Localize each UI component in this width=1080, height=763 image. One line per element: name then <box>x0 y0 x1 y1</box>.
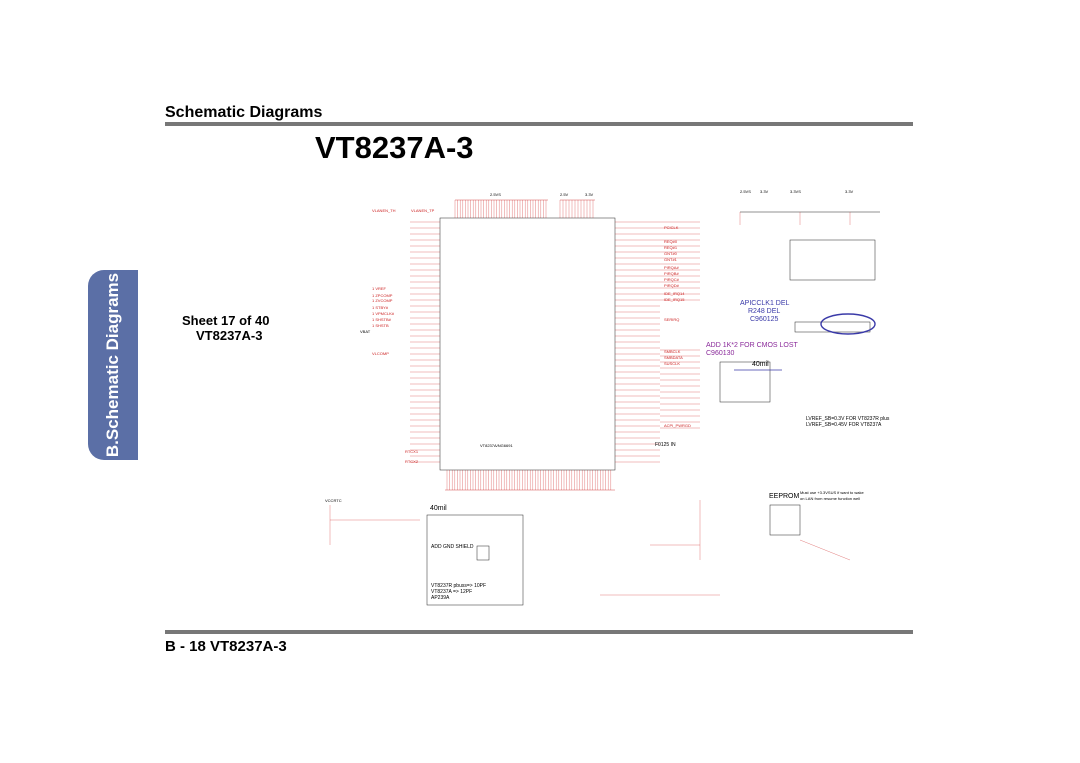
left-net-4: 1 ZVCOMP <box>372 298 393 303</box>
rail-1: 2.5VS <box>490 192 501 197</box>
right-net-13: SMBDATA <box>664 355 683 360</box>
right-net-11: SERIRQ <box>664 317 680 322</box>
right-net-14: SUSCLK <box>664 361 681 366</box>
pin-line <box>799 539 851 561</box>
rail-4: 2.5VS <box>740 189 751 194</box>
right-net-3: GNT#0 <box>664 251 677 256</box>
note-40mil-right: 40mil <box>752 361 769 368</box>
note-apic: APICCLK1 DEL <box>740 300 790 307</box>
sheet-title: VT8237A-3 <box>196 328 263 343</box>
note-40mil-left: 40mil <box>430 505 447 512</box>
note-c960125: C960125 <box>750 316 779 323</box>
left-net-5: 1 STBY# <box>372 305 389 310</box>
note-fb: F0125 IN <box>655 442 676 448</box>
note-lvref-1: LVREF_SB=0.3V FOR VT8237R plus <box>806 416 890 422</box>
note-c960130: C960130 <box>706 350 735 357</box>
right-net-5: PIRQA# <box>664 265 679 270</box>
left-net-6: 1 VPMCLK# <box>372 311 395 316</box>
top-rule <box>165 122 913 126</box>
right-net-12: SMBCLK <box>664 349 681 354</box>
left-net-11: VCCRTC <box>325 498 342 503</box>
page-title: VT8237A-3 <box>315 130 474 165</box>
note-vt8237r: VT8237R pbuss=> 10PF <box>431 583 487 589</box>
note-eeprom-1: Must use +3.3VSUS if want to wake <box>800 490 864 495</box>
note-eeprom: EEPROM <box>769 493 800 500</box>
left-net-8: 1 SHSTB <box>372 323 389 328</box>
right-net-10: IDE_IRQ15 <box>664 297 685 302</box>
right-net-9: IDE_IRQ14 <box>664 291 685 296</box>
note-r248: R248 DEL <box>748 308 781 315</box>
left-net-0: VLANEN_TH <box>372 208 396 213</box>
footer-label: B - 18 VT8237A-3 <box>165 638 287 655</box>
note-lvref-2: LVREF_SB=0.45V FOR VT8237A <box>806 422 882 428</box>
chip-ref: VT8237A/NG6691 <box>480 443 513 448</box>
bottom-rule <box>165 630 913 634</box>
rail-3: 3.3V <box>585 192 594 197</box>
left-net-3: 1 ZPCOMP <box>372 293 393 298</box>
rail-6: 3.3VS <box>790 189 801 194</box>
right-net-1: REQ#0 <box>664 239 678 244</box>
note-vt8237a: VT8237A => 12PF <box>431 589 473 595</box>
rail-7: 3.3V <box>845 189 854 194</box>
right-net-4: GNT#1 <box>664 257 677 262</box>
left-net-9: VLCOMP <box>372 351 389 356</box>
right-net-0: PCICLK <box>664 225 679 230</box>
left-net-13: RTCX2 <box>405 459 419 464</box>
left-net-10: VBAT <box>360 329 371 334</box>
chip-body <box>439 217 616 471</box>
right-net-6: PIRQB# <box>664 271 679 276</box>
left-net-1: VLANEN_TP <box>411 208 435 213</box>
side-tab: B.Schematic Diagrams <box>88 270 138 460</box>
section-header: Schematic Diagrams <box>165 104 323 121</box>
left-net-12: RTCX1 <box>405 449 419 454</box>
sheet-number: Sheet 17 of 40 <box>182 313 270 328</box>
eeprom-chip <box>769 504 801 536</box>
left-net-7: 1 SHSTB# <box>372 317 391 322</box>
right-net-7: PIRQC# <box>664 277 679 282</box>
right-net-15: ACPI_PWRGD <box>664 423 691 428</box>
highlight-ellipse <box>820 313 876 335</box>
rail-2: 2.5V <box>560 192 569 197</box>
right-net-8: PIRQD# <box>664 283 679 288</box>
right-net-2: REQ#1 <box>664 245 678 250</box>
rail-5: 3.3V <box>760 189 769 194</box>
note-cmos: ADD 1K*2 FOR CMOS LOST <box>706 342 798 349</box>
crystal-box <box>426 514 524 606</box>
note-eeprom-2: on LAN from resume function well <box>800 496 861 501</box>
note-gnd-shield: ADD GND SHIELD <box>431 544 474 550</box>
note-ap239a: AP239A <box>431 595 450 601</box>
left-net-2: 1 VREF <box>372 286 387 291</box>
